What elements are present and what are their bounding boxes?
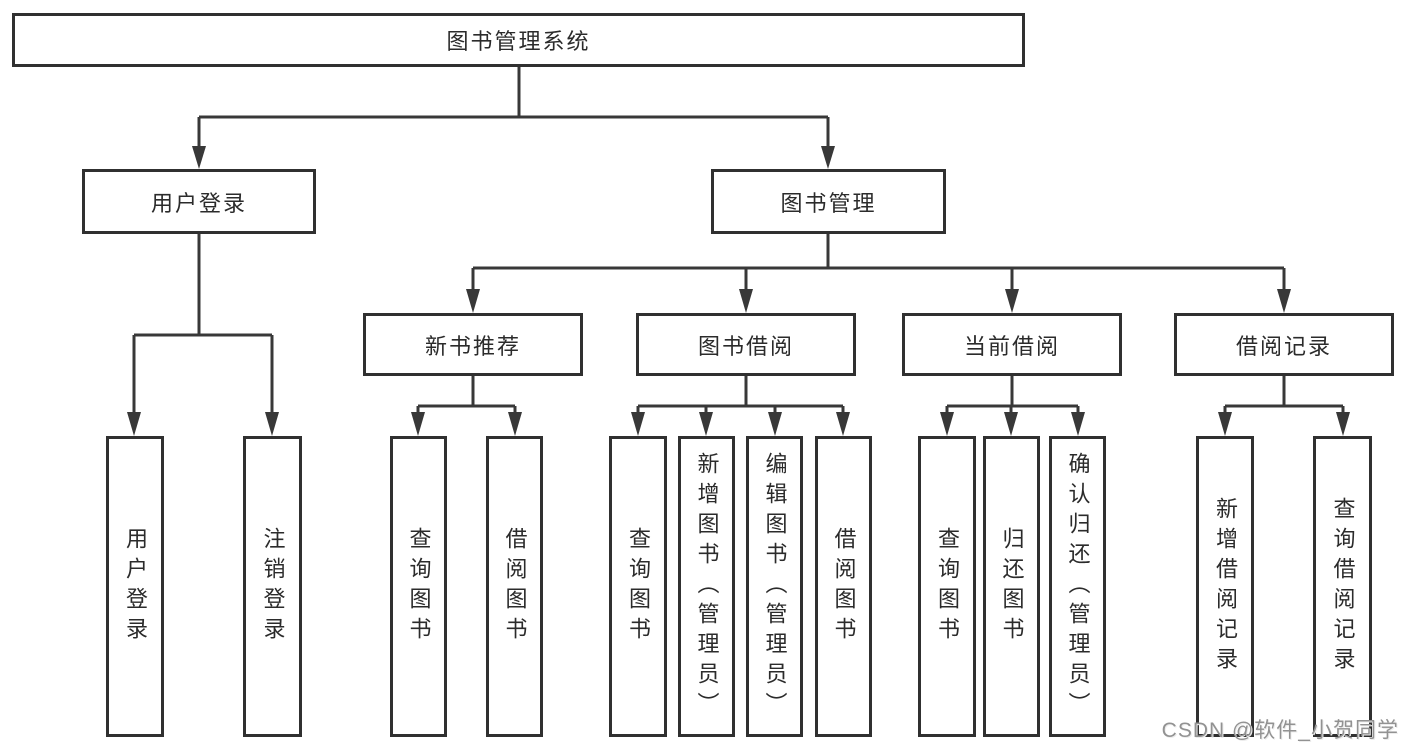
node-book-management: 图书管理 xyxy=(711,169,946,234)
leaf-add-borrow-record-label: 新增借阅记录 xyxy=(1213,496,1238,677)
leaf-borrow-query-books-label: 查询图书 xyxy=(626,526,651,647)
leaf-query-borrow-record: 查询借阅记录 xyxy=(1313,436,1372,737)
leaf-return-books-label: 归还图书 xyxy=(999,526,1025,647)
connector-book-borrow-to-leaves xyxy=(631,376,850,436)
connector-book-management-to-level3 xyxy=(466,234,1291,313)
leaf-edit-books-admin: 编辑图书（管理员） xyxy=(746,436,803,737)
leaf-new-book-borrow-books: 借阅图书 xyxy=(486,436,543,737)
leaf-add-books-admin: 新增图书（管理员） xyxy=(678,436,735,737)
node-new-book-recommend-label: 新书推荐 xyxy=(424,333,521,359)
node-borrow-records-label: 借阅记录 xyxy=(1235,333,1332,359)
leaf-add-borrow-record: 新增借阅记录 xyxy=(1196,436,1254,737)
leaf-confirm-return-admin: 确认归还（管理员） xyxy=(1049,436,1106,737)
leaf-current-query-books: 查询图书 xyxy=(918,436,976,737)
leaf-new-book-query-books-label: 查询图书 xyxy=(406,526,432,647)
node-current-borrow-label: 当前借阅 xyxy=(963,333,1060,359)
node-new-book-recommend: 新书推荐 xyxy=(363,313,583,376)
leaf-borrow-query-books: 查询图书 xyxy=(609,436,667,737)
node-library-system-label: 图书管理系统 xyxy=(446,29,591,54)
leaf-borrow-books-label: 借阅图书 xyxy=(831,526,857,647)
node-user-login-label: 用户登录 xyxy=(150,190,247,216)
node-library-system: 图书管理系统 xyxy=(12,13,1025,67)
node-book-borrow: 图书借阅 xyxy=(636,313,856,376)
connector-root-to-level2 xyxy=(192,67,835,169)
leaf-return-books: 归还图书 xyxy=(983,436,1040,737)
node-user-login: 用户登录 xyxy=(82,169,316,234)
connector-user-login-to-leaves xyxy=(127,234,279,436)
leaf-user-login-label: 用户登录 xyxy=(123,526,148,647)
leaf-edit-books-admin-label: 编辑图书（管理员） xyxy=(762,451,788,722)
leaf-logout-label: 注销登录 xyxy=(260,526,286,647)
connector-new-book-to-leaves xyxy=(411,376,522,436)
node-borrow-records: 借阅记录 xyxy=(1174,313,1394,376)
leaf-new-book-query-books: 查询图书 xyxy=(390,436,447,737)
connector-borrow-records-to-leaves xyxy=(1218,376,1350,436)
leaf-borrow-books: 借阅图书 xyxy=(815,436,872,737)
node-book-management-label: 图书管理 xyxy=(780,190,877,216)
csdn-watermark: CSDN @软件_小贺同学 xyxy=(1161,719,1399,742)
leaf-logout: 注销登录 xyxy=(243,436,302,737)
leaf-current-query-books-label: 查询图书 xyxy=(935,526,960,647)
node-book-borrow-label: 图书借阅 xyxy=(697,333,794,359)
leaf-add-books-admin-label: 新增图书（管理员） xyxy=(694,451,720,722)
connector-current-borrow-to-leaves xyxy=(940,376,1085,436)
node-current-borrow: 当前借阅 xyxy=(902,313,1122,376)
leaf-query-borrow-record-label: 查询借阅记录 xyxy=(1330,496,1356,677)
leaf-user-login: 用户登录 xyxy=(106,436,164,737)
leaf-new-book-borrow-books-label: 借阅图书 xyxy=(502,526,528,647)
leaf-confirm-return-admin-label: 确认归还（管理员） xyxy=(1065,451,1091,722)
